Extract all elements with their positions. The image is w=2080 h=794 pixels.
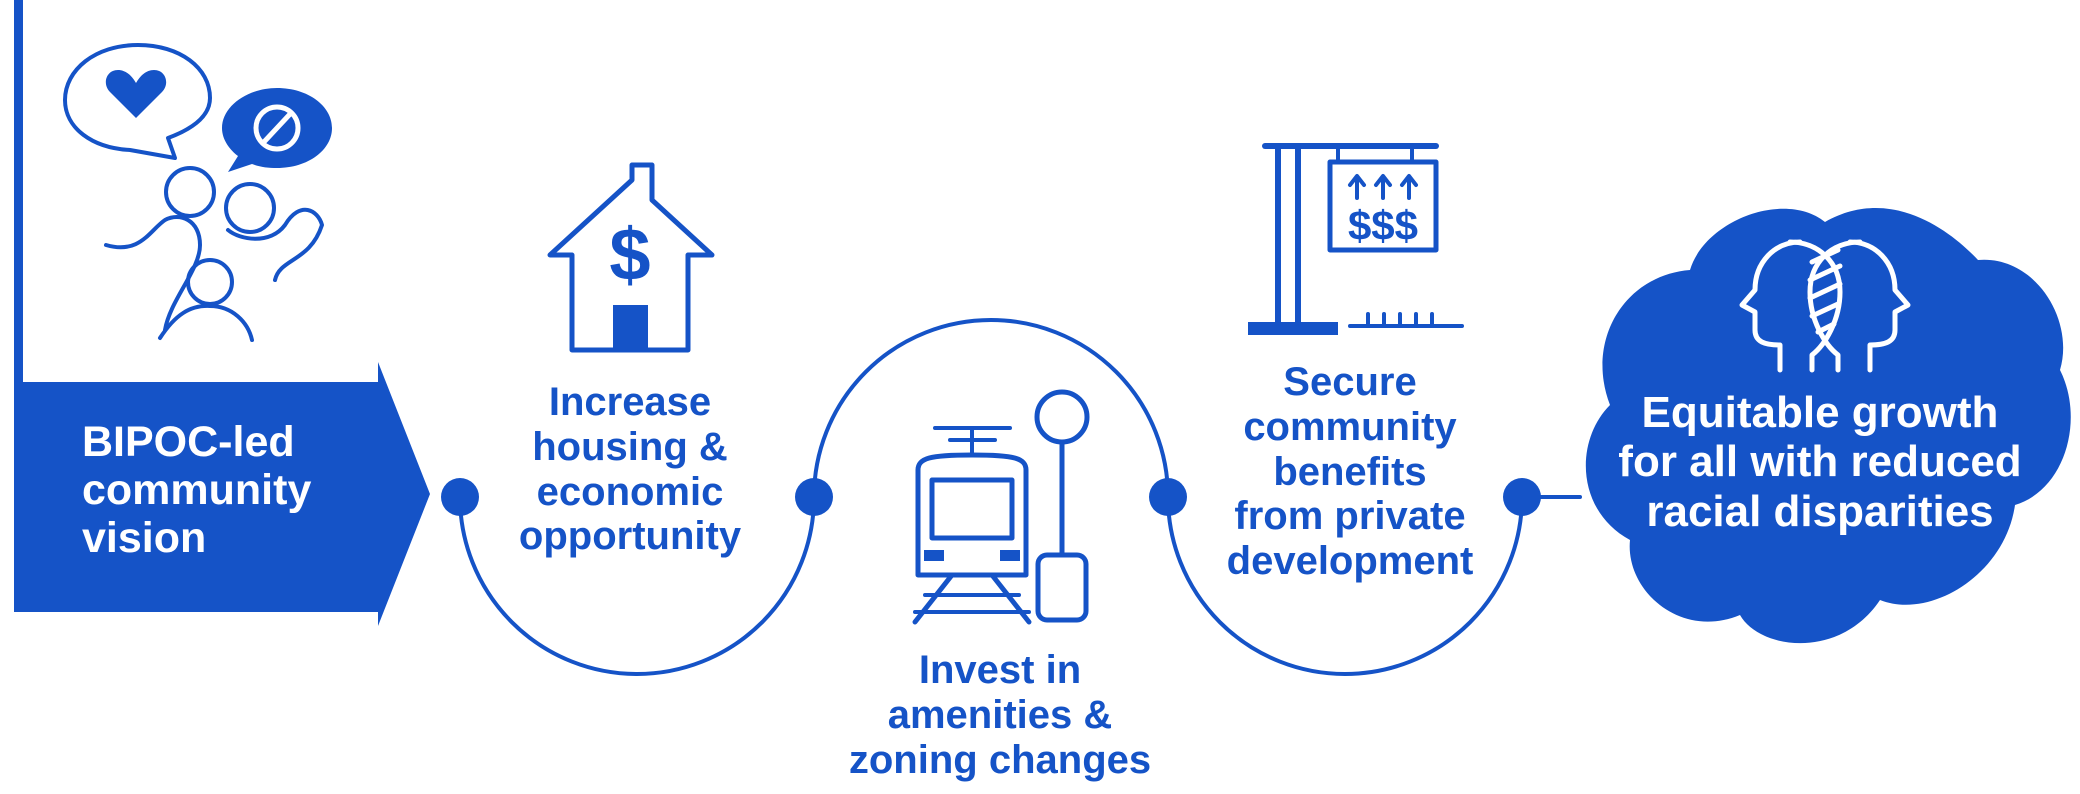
outcome-label-line: for all with reduced — [1618, 437, 2022, 487]
connector-dot — [1503, 478, 1541, 516]
step-1-label-line: opportunity — [518, 514, 742, 559]
start-arrow-banner — [14, 362, 430, 626]
community-people-speech-icon — [63, 43, 332, 342]
connector-dot — [1149, 478, 1187, 516]
connector-arc-2 — [812, 318, 1170, 499]
step-1-label-line: housing & — [532, 424, 728, 469]
start-label-line: vision — [82, 514, 207, 563]
step-3-label: Secure community benefits from private d… — [1200, 360, 1500, 584]
speech-bubble-icon — [63, 43, 212, 160]
step-3-label-line: from private — [1234, 494, 1466, 539]
connector-arc-3 — [1166, 495, 1524, 676]
person-head-icon — [224, 182, 276, 234]
heart-icon — [105, 70, 167, 118]
step-2-label-line: zoning changes — [848, 737, 1152, 782]
start-label-line: BIPOC-led — [82, 418, 295, 466]
no-sign-icon — [253, 104, 301, 152]
door-icon — [613, 305, 648, 350]
train-icon — [915, 452, 1029, 578]
connector-dot — [441, 478, 479, 516]
step-1-label: Increase housing & economic opportunity — [475, 380, 785, 559]
person-body-icon — [158, 303, 254, 342]
start-label-line: community — [82, 466, 312, 515]
development-sign-dollars-icon: $$$ — [1248, 143, 1464, 335]
outcome-label-line: racial disparities — [1646, 486, 1994, 536]
step-3-label-line: Secure — [1283, 360, 1417, 404]
step-2-label-line: amenities & — [887, 692, 1113, 737]
outcome-label-line: Equitable growth — [1641, 388, 1999, 437]
step-2-label-line: Invest in — [918, 648, 1082, 692]
person-head-icon — [164, 166, 216, 218]
connector-dot — [795, 478, 833, 516]
start-label: BIPOC-led community vision — [82, 418, 382, 562]
person-body-icon — [104, 215, 202, 332]
step-3-label-line: community — [1243, 404, 1457, 449]
stop-sign-icon — [1034, 389, 1090, 445]
step-3-label-line: benefits — [1273, 449, 1427, 494]
dollar-signs-icon: $$$ — [1348, 202, 1418, 249]
outcome-label: Equitable growth for all with reduced ra… — [1580, 388, 2060, 536]
step-3-label-line: development — [1226, 539, 1474, 584]
two-heads-overlap-icon — [1739, 239, 1911, 373]
train-and-stop-sign-icon — [912, 389, 1090, 625]
dollar-sign-icon: $ — [609, 213, 650, 296]
connector-arc-1 — [458, 495, 816, 676]
step-1-label-line: economic — [536, 469, 724, 514]
step-2-label: Invest in amenities & zoning changes — [805, 648, 1195, 782]
left-vertical-bar — [14, 0, 23, 385]
person-body-icon — [226, 207, 324, 282]
step-1-label-line: Increase — [548, 380, 712, 424]
outcome-blob — [1585, 208, 2071, 644]
house-dollar-icon: $ — [547, 162, 715, 353]
